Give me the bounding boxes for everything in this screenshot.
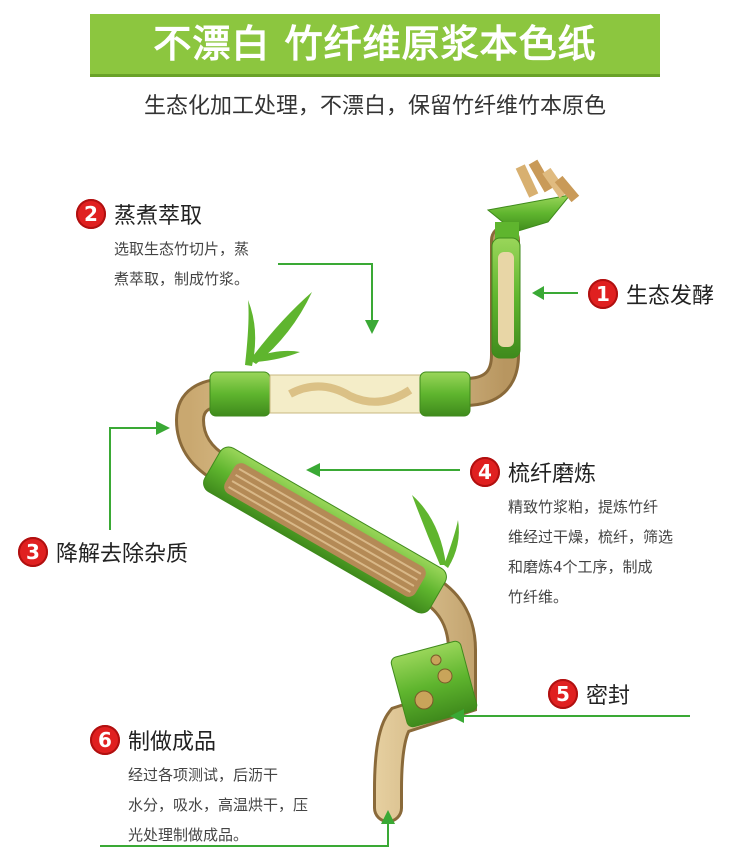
page-subtitle: 生态化加工处理，不漂白，保留竹纤维竹本原色 bbox=[143, 94, 606, 119]
page-title: 不漂白 竹纤维原浆本色纸 bbox=[153, 22, 597, 66]
step-1-title: 生态发酵 bbox=[626, 284, 715, 309]
step-6-desc-line: 光处理制做成品。 bbox=[128, 826, 249, 844]
cooking-tube bbox=[209, 371, 471, 417]
step-3: 3 降解去除杂质 bbox=[18, 536, 188, 568]
step-4-description: 精致竹浆粕，提炼竹纤 维经过干燥，梳纤，筛选 和磨炼4个工序，制成 竹纤维。 bbox=[508, 492, 673, 612]
step-3-title: 降解去除杂质 bbox=[56, 542, 189, 567]
step-2: 2 蒸煮萃取 选取生态竹切片，蒸 煮萃取，制成竹浆。 bbox=[76, 198, 249, 294]
step-4-desc-line: 竹纤维。 bbox=[508, 588, 569, 606]
step-3-badge: 3 bbox=[18, 537, 48, 567]
step-2-title: 蒸煮萃取 bbox=[114, 204, 203, 229]
step-1: 1 生态发酵 bbox=[588, 278, 714, 310]
sealing-block bbox=[390, 640, 478, 728]
step-2-desc-line: 选取生态竹切片，蒸 bbox=[114, 240, 250, 258]
fiber-tube bbox=[203, 446, 447, 614]
step-4-badge: 4 bbox=[470, 457, 500, 487]
step-2-desc-line: 煮萃取，制成竹浆。 bbox=[114, 270, 250, 288]
step-6-desc-line: 水分，吸水，高温烘干，压 bbox=[128, 796, 309, 814]
step-4-title: 梳纤磨炼 bbox=[508, 462, 597, 487]
step-1-badge: 1 bbox=[588, 279, 618, 309]
fermentation-tube bbox=[491, 237, 521, 359]
step-4-desc-line: 精致竹浆粕，提炼竹纤 bbox=[508, 498, 659, 516]
step-5-badge: 5 bbox=[548, 679, 578, 709]
bamboo-pipe bbox=[174, 225, 520, 823]
step-4-desc-line: 维经过干燥，梳纤，筛选 bbox=[508, 528, 674, 546]
step-6: 6 制做成品 经过各项测试，后沥干 水分，吸水，高温烘干，压 光处理制做成品。 bbox=[90, 724, 308, 850]
step-6-badge: 6 bbox=[90, 725, 120, 755]
step-5-title: 密封 bbox=[586, 684, 631, 709]
step-4-desc-line: 和磨炼4个工序，制成 bbox=[508, 558, 653, 576]
step-6-description: 经过各项测试，后沥干 水分，吸水，高温烘干，压 光处理制做成品。 bbox=[128, 760, 308, 850]
step-2-description: 选取生态竹切片，蒸 煮萃取，制成竹浆。 bbox=[114, 234, 249, 294]
step-6-title: 制做成品 bbox=[128, 730, 217, 755]
title-banner: 不漂白 竹纤维原浆本色纸 bbox=[90, 14, 660, 74]
funnel bbox=[486, 159, 580, 240]
step-2-badge: 2 bbox=[76, 199, 106, 229]
flow-arrows bbox=[100, 263, 690, 847]
step-5: 5 密封 bbox=[548, 678, 630, 710]
step-6-desc-line: 经过各项测试，后沥干 bbox=[128, 766, 279, 784]
bamboo-leaves-left bbox=[245, 292, 312, 366]
step-4: 4 梳纤磨炼 精致竹浆粕，提炼竹纤 维经过干燥，梳纤，筛选 和磨炼4个工序，制成 … bbox=[470, 456, 673, 612]
bamboo-leaves-right bbox=[412, 495, 459, 568]
